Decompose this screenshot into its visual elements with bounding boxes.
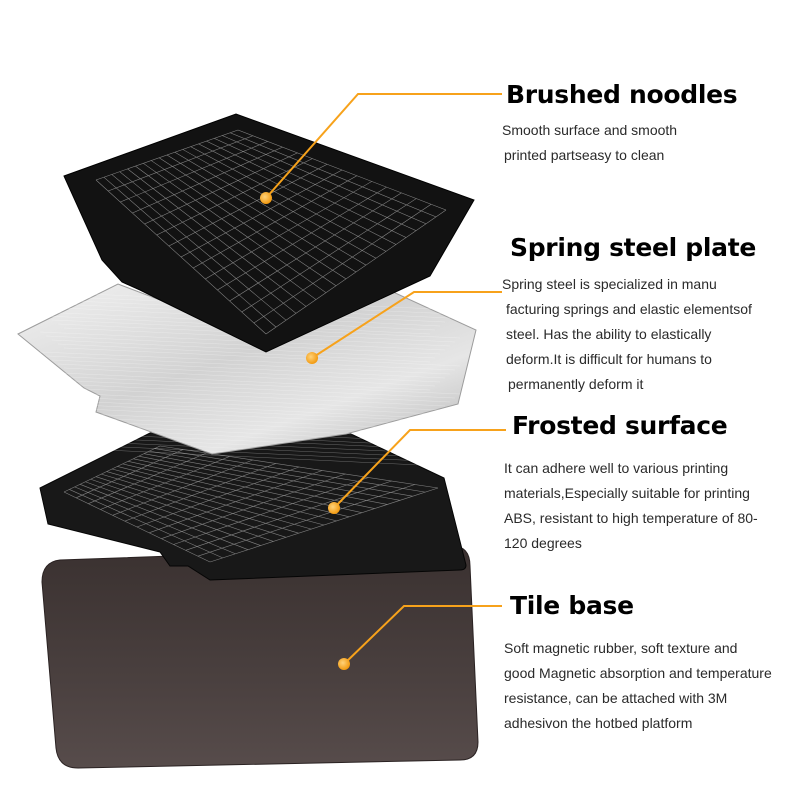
- desc-line: Smooth surface and smooth: [502, 122, 678, 138]
- layer-title-spring-steel-plate: Spring steel plate: [510, 233, 757, 262]
- desc-line: printed partseasy to clean: [504, 147, 665, 163]
- layer-title-frosted-surface: Frosted surface: [512, 411, 728, 440]
- callout-dot-tile-base: [338, 658, 350, 670]
- desc-line: materials,Especially suitable for printi…: [504, 485, 750, 501]
- tile-base-sheet: [41, 545, 479, 769]
- desc-line: permanently deform it: [508, 376, 644, 392]
- desc-line: facturing springs and elastic elementsof: [506, 301, 752, 317]
- frosted-surface-sheet: [39, 423, 467, 581]
- callout-dot-spring-steel: [306, 352, 318, 364]
- brushed-noodles-sheet: [63, 113, 475, 353]
- desc-line: deform.It is difficult for humans to: [506, 351, 712, 367]
- layer-desc-spring-steel-plate: Spring steel is specialized in manu fact…: [502, 272, 752, 397]
- callout-line-frosted-surface: [333, 429, 506, 509]
- desc-line: adhesivon the hotbed platform: [504, 715, 693, 731]
- desc-line: 120 degrees: [504, 535, 582, 551]
- desc-line: good Magnetic absorption and temperature: [504, 665, 772, 681]
- callout-line-brushed-noodles: [265, 93, 502, 199]
- layer-title-brushed-noodles: Brushed noodles: [506, 80, 738, 109]
- desc-line: Spring steel is specialized in manu: [502, 276, 717, 292]
- desc-line: ABS, resistant to high temperature of 80…: [504, 510, 758, 526]
- callout-line-tile-base: [343, 605, 502, 665]
- callout-lines: [265, 93, 506, 665]
- desc-line: It can adhere well to various printing: [504, 460, 729, 476]
- callout-dot-frosted-surface: [328, 502, 340, 514]
- desc-line: steel. Has the ability to elastically: [506, 326, 712, 342]
- layer-desc-brushed-noodles: Smooth surface and smooth printed partse…: [502, 118, 677, 168]
- callout-dots: [260, 192, 350, 670]
- layer-title-tile-base: Tile base: [510, 591, 634, 620]
- desc-line: Soft magnetic rubber, soft texture and: [504, 640, 738, 656]
- desc-line: resistance, can be attached with 3M: [504, 690, 728, 706]
- callout-dot-brushed-noodles: [260, 192, 272, 204]
- layer-desc-frosted-surface: It can adhere well to various printing m…: [504, 456, 758, 556]
- callout-line-spring-steel: [311, 291, 502, 359]
- layer-desc-tile-base: Soft magnetic rubber, soft texture and g…: [504, 636, 772, 736]
